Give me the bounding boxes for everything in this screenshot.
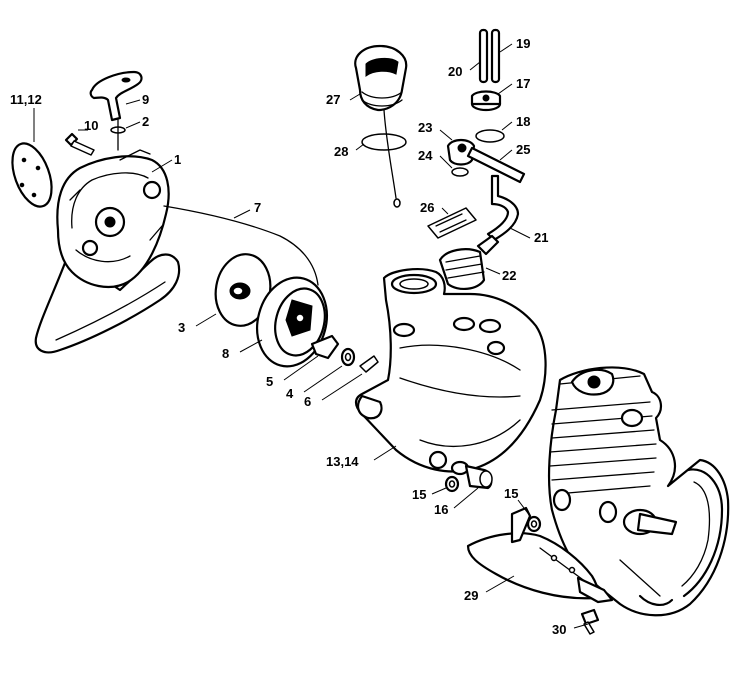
- leader-lines: [33, 43, 589, 629]
- part-rotor-8: [256, 276, 328, 368]
- callout-24: 24: [418, 148, 433, 163]
- part-fuel-lines: [478, 28, 501, 84]
- callout-4: 4: [286, 386, 294, 401]
- part-o-ring-18: [475, 129, 505, 143]
- callout-29: 29: [464, 588, 478, 603]
- callout-28: 28: [334, 144, 348, 159]
- callout-3: 3: [178, 320, 185, 335]
- part-fitting-23: [446, 138, 476, 166]
- callout-6: 6: [304, 394, 311, 409]
- part-guard-plate: [466, 506, 614, 604]
- callout-23: 23: [418, 120, 432, 135]
- part-fuel-tank: [354, 268, 547, 476]
- part-washer-15b: [526, 515, 542, 533]
- callout-25: 25: [516, 142, 530, 157]
- engine-block: [547, 366, 730, 617]
- callout-27: 27: [326, 92, 340, 107]
- part-vent-tube: [466, 146, 526, 184]
- callout-11-12: 11,12: [10, 92, 42, 107]
- part-pawl: [310, 334, 340, 360]
- callout-15-a: 15: [412, 487, 426, 502]
- callout-9: 9: [142, 92, 149, 107]
- part-cover-disc: [11, 142, 53, 208]
- part-screw-30: [580, 608, 600, 635]
- part-bushing-16: [464, 464, 493, 490]
- part-starter-grip: [89, 70, 143, 122]
- callout-21: 21: [534, 230, 548, 245]
- callout-5: 5: [266, 374, 273, 389]
- callout-10: 10: [84, 118, 98, 133]
- callout-8: 8: [222, 346, 229, 361]
- callout-19: 19: [516, 36, 530, 51]
- callout-2: 2: [142, 114, 149, 129]
- part-o-ring-24: [451, 167, 469, 177]
- part-fan-housing: [34, 149, 181, 354]
- callout-13-14: 13,14: [326, 454, 359, 469]
- callout-30: 30: [552, 622, 566, 637]
- part-valve-17: [470, 90, 502, 112]
- callout-7: 7: [254, 200, 261, 215]
- part-washer-4: [340, 347, 356, 367]
- callout-1: 1: [174, 152, 181, 167]
- callout-18: 18: [516, 114, 530, 129]
- callout-16: 16: [434, 502, 448, 517]
- part-fuel-filter: [438, 234, 500, 290]
- part-washer-15a: [444, 475, 460, 493]
- part-starter-rope: [163, 205, 319, 286]
- part-fuel-hose: [486, 174, 520, 242]
- callout-26: 26: [420, 200, 434, 215]
- callout-20: 20: [448, 64, 462, 79]
- part-washer-2: [110, 119, 126, 151]
- callout-15-b: 15: [504, 486, 518, 501]
- part-label: [427, 207, 477, 239]
- part-seal-ring-28: [361, 109, 407, 208]
- part-spring-clip: [359, 355, 379, 373]
- part-fuel-cap: [354, 44, 408, 112]
- part-screw-10: [64, 132, 95, 156]
- callout-22: 22: [502, 268, 516, 283]
- callout-labels: 11,12 10 9 2 1 7 3 8 5 4 6 13,14 15 16 1…: [10, 36, 566, 637]
- callout-17: 17: [516, 76, 530, 91]
